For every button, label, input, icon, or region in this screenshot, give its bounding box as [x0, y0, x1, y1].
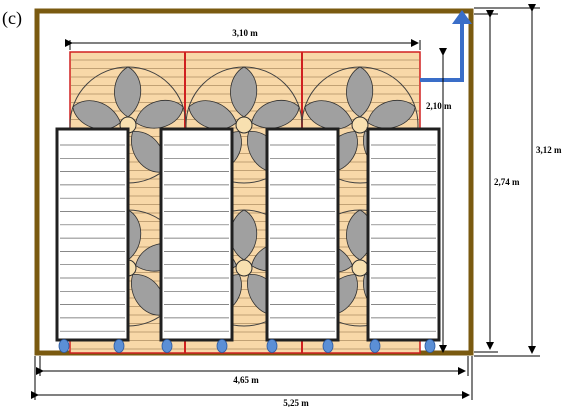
wheel-icon: [58, 339, 70, 353]
label-outer-width: 5,25 m: [283, 398, 309, 407]
dimension-array-height: 2,10 m: [426, 48, 452, 353]
wheel-icon: [113, 339, 125, 353]
panel-label: (c): [2, 8, 22, 29]
rack-frame: [366, 127, 441, 342]
label-outer-height: 3,12 m: [536, 145, 562, 155]
label-inner-width: 4,65 m: [233, 375, 259, 385]
wheel-icon: [369, 339, 381, 353]
wheel-icon: [424, 339, 436, 353]
fan-blade: [135, 99, 184, 129]
server-rack: [159, 127, 234, 342]
dimension-inner-height: 2,74 m: [474, 10, 520, 353]
fan-hub: [235, 259, 253, 277]
dimension-outer-height: 3,12 m: [474, 4, 562, 357]
dimension-outer-width: 5,25 m: [31, 356, 473, 408]
label-array-height: 2,10 m: [426, 101, 452, 111]
rack-frame: [265, 127, 340, 342]
rack-frame: [55, 127, 130, 342]
fan-hub: [351, 116, 369, 134]
fan-hub: [351, 259, 369, 277]
fan-hub: [235, 116, 253, 134]
airflow-arrow-icon: [420, 22, 464, 82]
rack-frame: [159, 127, 234, 342]
label-inner-height: 2,74 m: [494, 177, 520, 187]
wheel-icon: [266, 339, 278, 353]
fan-blade: [346, 66, 374, 118]
dimension-inner-width: 4,65 m: [36, 356, 469, 385]
fan-blade: [114, 66, 142, 118]
server-racks: [55, 127, 441, 342]
server-rack: [366, 127, 441, 342]
wheel-icon: [216, 339, 228, 353]
wheel-icon: [322, 339, 334, 353]
wheel-icon: [161, 339, 173, 353]
server-rack: [265, 127, 340, 342]
server-rack: [55, 127, 130, 342]
airflow-arrowhead: [452, 10, 472, 24]
rack-wheels: [58, 339, 436, 353]
label-array-width: 3,10 m: [232, 28, 258, 38]
dimension-array-width: 3,10 m: [65, 28, 421, 50]
fan-blade: [230, 66, 258, 118]
